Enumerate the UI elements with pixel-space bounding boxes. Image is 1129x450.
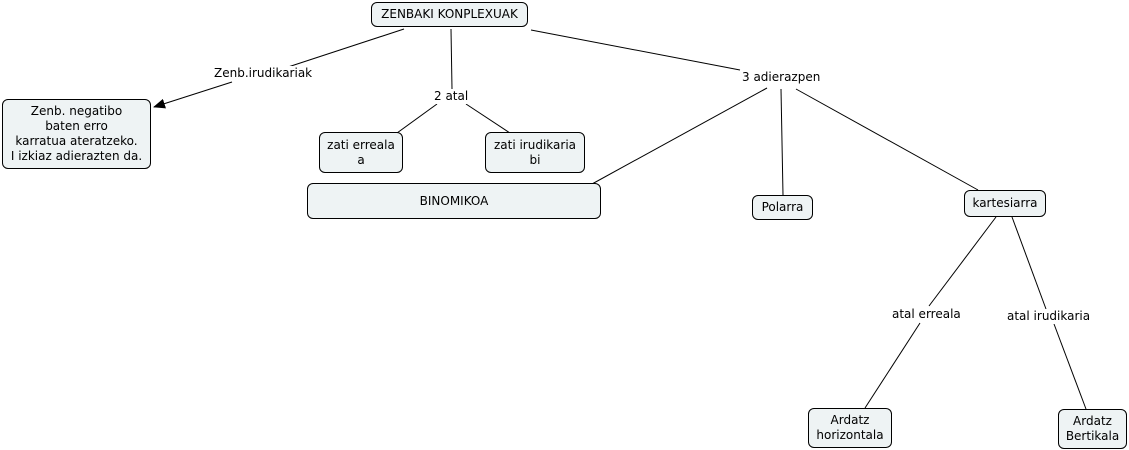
edge-three-forms-to-binomial (591, 87, 768, 185)
edge-imaginary-label-to-node (153, 81, 233, 109)
binomial-node[interactable]: BINOMIKOA (307, 183, 601, 219)
edge-cartesian-to-real-axis-label (928, 216, 997, 307)
edge-two-parts-to-real (396, 103, 438, 134)
cartesian-node[interactable]: kartesiarra (964, 190, 1046, 217)
link-label-two-parts: 2 atal (432, 89, 471, 104)
horizontal-axis-node[interactable]: Ardatz horizontala (808, 408, 892, 448)
imaginary-part-node[interactable]: zati irudikaria bi (485, 132, 585, 173)
edge-two-parts-to-imag (465, 103, 511, 134)
edge-three-forms-to-cartesian (795, 88, 979, 191)
polar-node[interactable]: Polarra (752, 195, 813, 220)
edge-root-to-two-parts (450, 28, 453, 90)
edge-cartesian-to-imag-axis-label (1011, 216, 1047, 310)
link-label-imaginary: Zenb.irudikariak (212, 66, 315, 81)
link-label-real-axis: atal erreala (890, 307, 963, 322)
edge-real-axis-label-to-node (864, 322, 921, 409)
vertical-axis-node[interactable]: Ardatz Bertikala (1058, 409, 1127, 449)
negative-root-node[interactable]: Zenb. negatibo baten erro karratua atera… (2, 99, 151, 169)
edge-root-to-imaginary-label (284, 28, 405, 69)
edge-imag-axis-label-to-node (1053, 323, 1087, 410)
real-part-node[interactable]: zati erreala a (319, 132, 403, 173)
link-label-imag-axis: atal irudikaria (1005, 309, 1093, 324)
root-node[interactable]: ZENBAKI KONPLEXUAK (371, 2, 528, 27)
edge-root-to-three-forms (530, 29, 741, 71)
edge-three-forms-to-polar (780, 88, 784, 196)
link-label-three-forms: 3 adierazpen (740, 70, 823, 85)
